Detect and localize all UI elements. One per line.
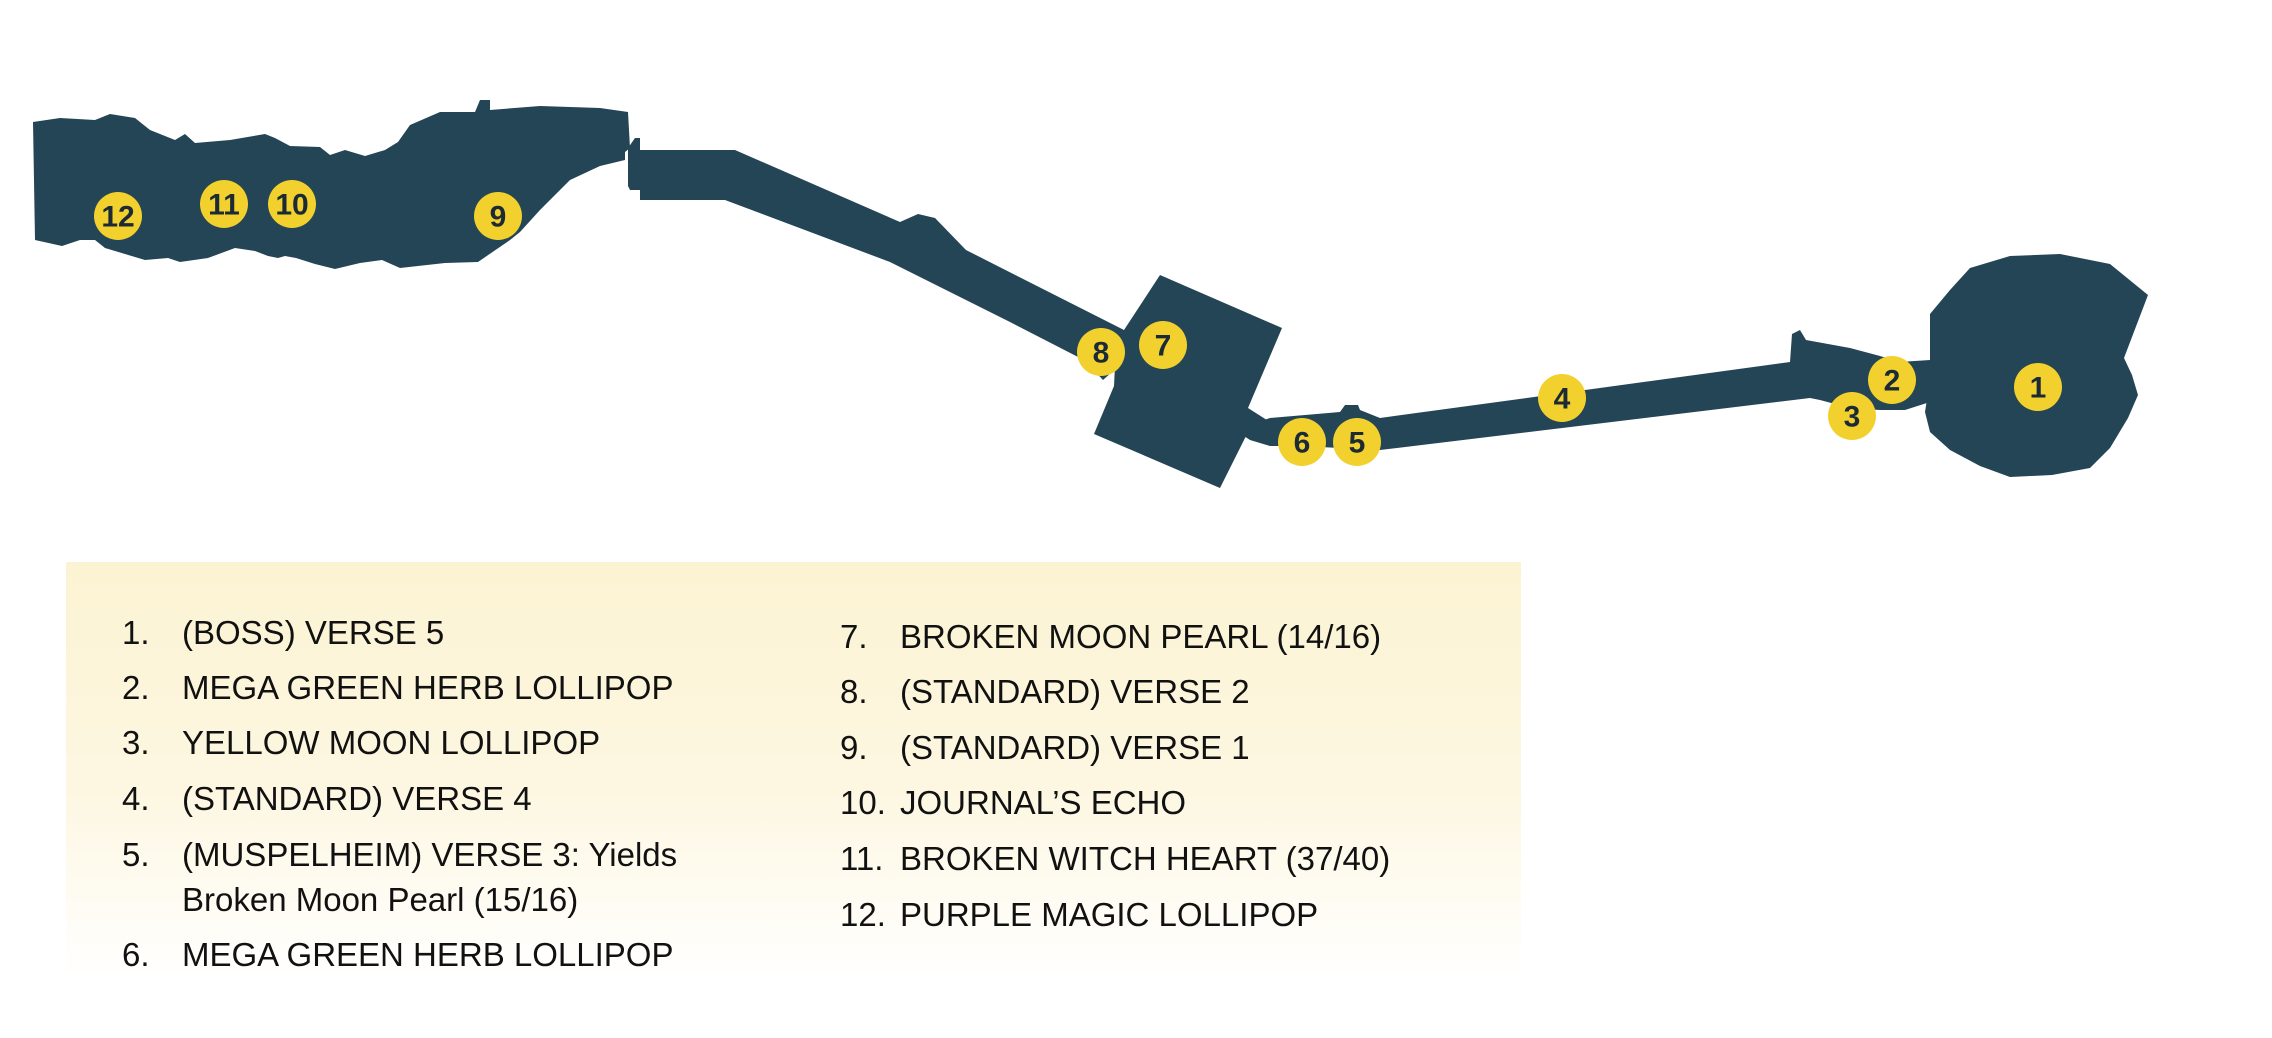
marker-7[interactable]: 7 — [1139, 321, 1187, 369]
marker-10-label: 10 — [275, 189, 308, 222]
lower-corridor — [1235, 330, 1930, 450]
map-terrain — [33, 100, 2148, 488]
legend-number: 1. — [122, 614, 150, 651]
marker-8-label: 8 — [1093, 337, 1110, 370]
marker-12-label: 12 — [101, 201, 134, 234]
legend-text: (STANDARD) VERSE 4 — [182, 780, 532, 817]
marker-1-label: 1 — [2030, 372, 2047, 405]
marker-6-label: 6 — [1294, 427, 1311, 460]
legend-number: 2. — [122, 669, 150, 706]
square-room — [1094, 275, 1285, 488]
marker-11[interactable]: 11 — [200, 180, 248, 228]
legend-text: (STANDARD) VERSE 1 — [900, 729, 1250, 766]
marker-4-label: 4 — [1554, 383, 1571, 416]
marker-4[interactable]: 4 — [1538, 374, 1586, 422]
cave-area — [33, 100, 630, 269]
marker-3-label: 3 — [1844, 401, 1861, 434]
marker-1[interactable]: 1 — [2014, 363, 2062, 411]
legend-number: 8. — [840, 673, 868, 710]
legend-text: BROKEN MOON PEARL (14/16) — [900, 618, 1382, 655]
marker-2-label: 2 — [1884, 365, 1901, 398]
marker-8[interactable]: 8 — [1077, 328, 1125, 376]
marker-5[interactable]: 5 — [1333, 418, 1381, 466]
legend-text: MEGA GREEN HERB LOLLIPOP — [182, 669, 674, 706]
legend-number: 6. — [122, 936, 150, 973]
legend-number: 4. — [122, 780, 150, 817]
legend-text: PURPLE MAGIC LOLLIPOP — [900, 896, 1319, 933]
legend-text-line2: Broken Moon Pearl (15/16) — [182, 881, 579, 918]
marker-11-label: 11 — [208, 189, 240, 222]
legend-number: 12. — [840, 896, 886, 933]
marker-6[interactable]: 6 — [1278, 418, 1326, 466]
legend-text: (BOSS) VERSE 5 — [182, 614, 445, 651]
legend-text: JOURNAL’S ECHO — [900, 784, 1187, 821]
legend-text: MEGA GREEN HERB LOLLIPOP — [182, 936, 674, 973]
marker-9[interactable]: 9 — [474, 192, 522, 240]
legend-number: 9. — [840, 729, 868, 766]
legend-text: YELLOW MOON LOLLIPOP — [182, 724, 601, 761]
marker-7-label: 7 — [1155, 330, 1172, 363]
legend-text: BROKEN WITCH HEART (37/40) — [900, 840, 1391, 877]
map-legend: 1. (BOSS) VERSE 5 2. MEGA GREEN HERB LOL… — [66, 562, 1521, 982]
marker-10[interactable]: 10 — [268, 180, 316, 228]
marker-12[interactable]: 12 — [94, 192, 142, 240]
legend-number: 5. — [122, 836, 150, 873]
marker-9-label: 9 — [490, 201, 507, 234]
marker-5-label: 5 — [1349, 427, 1366, 460]
legend-number: 3. — [122, 724, 150, 761]
legend-number: 7. — [840, 618, 868, 655]
legend-text: (STANDARD) VERSE 2 — [900, 673, 1250, 710]
legend-number: 11. — [840, 840, 884, 877]
marker-2[interactable]: 2 — [1868, 356, 1916, 404]
map-markers: 1 2 3 4 5 6 7 8 — [94, 180, 2062, 466]
legend-number: 10. — [840, 784, 886, 821]
marker-3[interactable]: 3 — [1828, 392, 1876, 440]
upper-corridor — [628, 138, 1124, 380]
legend-text: (MUSPELHEIM) VERSE 3: Yields — [182, 836, 678, 873]
